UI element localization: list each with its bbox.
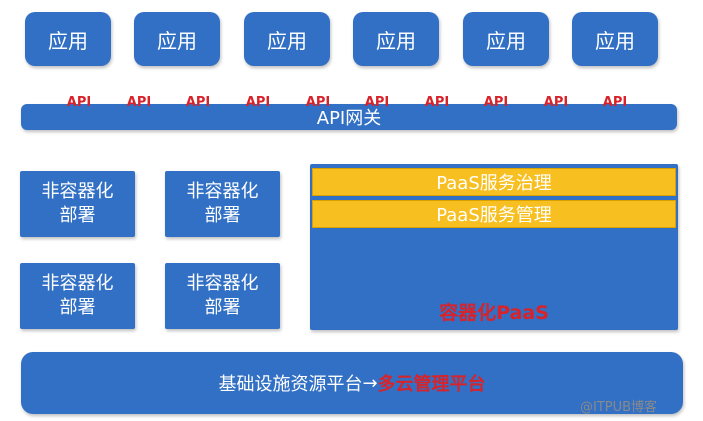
app-box-6: 应用 — [572, 12, 658, 66]
non-container-line1: 非容器化 — [41, 181, 114, 202]
paas-governance-bar: PaaS服务治理 — [312, 168, 676, 196]
api-label: API — [245, 95, 271, 110]
container-paas-label: 容器化PaaS — [439, 302, 549, 324]
app-box-4: 应用 — [353, 12, 439, 66]
api-label: API — [305, 95, 331, 110]
app-box-1: 应用 — [25, 12, 111, 66]
watermark: @ITPUB博客 — [580, 400, 658, 415]
non-container-line1: 非容器化 — [186, 273, 259, 294]
api-label: API — [483, 95, 509, 110]
paas-management-bar: PaaS服务管理 — [312, 200, 676, 228]
non-container-line2: 部署 — [59, 297, 96, 318]
non-container-box-1: 非容器化 部署 — [20, 171, 135, 237]
infra-main-label: 基础设施资源平台 — [218, 374, 363, 395]
non-container-box-3: 非容器化 部署 — [20, 263, 135, 329]
api-gateway-bar: API网关 — [21, 104, 677, 130]
api-label: API — [66, 95, 92, 110]
app-box-3: 应用 — [244, 12, 330, 66]
non-container-line2: 部署 — [59, 205, 96, 226]
api-label: API — [602, 95, 628, 110]
non-container-box-4: 非容器化 部署 — [165, 263, 280, 329]
non-container-line1: 非容器化 — [186, 181, 259, 202]
non-container-line2: 部署 — [204, 297, 241, 318]
app-label: 应用 — [486, 28, 526, 53]
api-label: API — [185, 95, 211, 110]
non-container-line1: 非容器化 — [41, 273, 114, 294]
app-label: 应用 — [267, 28, 307, 53]
api-label: API — [543, 95, 569, 110]
paas-governance-label: PaaS服务治理 — [436, 173, 552, 194]
app-label: 应用 — [376, 28, 416, 53]
app-box-5: 应用 — [463, 12, 549, 66]
infrastructure-platform-bar: 基础设施资源平台 → 多云管理平台 — [21, 352, 683, 414]
paas-management-label: PaaS服务管理 — [436, 205, 552, 226]
app-label: 应用 — [595, 28, 635, 53]
api-gateway-label: API网关 — [316, 108, 382, 129]
app-box-2: 应用 — [134, 12, 220, 66]
api-label: API — [364, 95, 390, 110]
arrow-icon: → — [362, 372, 378, 394]
api-label: API — [126, 95, 152, 110]
api-label: API — [424, 95, 450, 110]
app-label: 应用 — [157, 28, 197, 53]
non-container-line2: 部署 — [204, 205, 241, 226]
non-container-box-2: 非容器化 部署 — [165, 171, 280, 237]
multi-cloud-label: 多云管理平台 — [377, 374, 486, 395]
app-label: 应用 — [48, 28, 88, 53]
